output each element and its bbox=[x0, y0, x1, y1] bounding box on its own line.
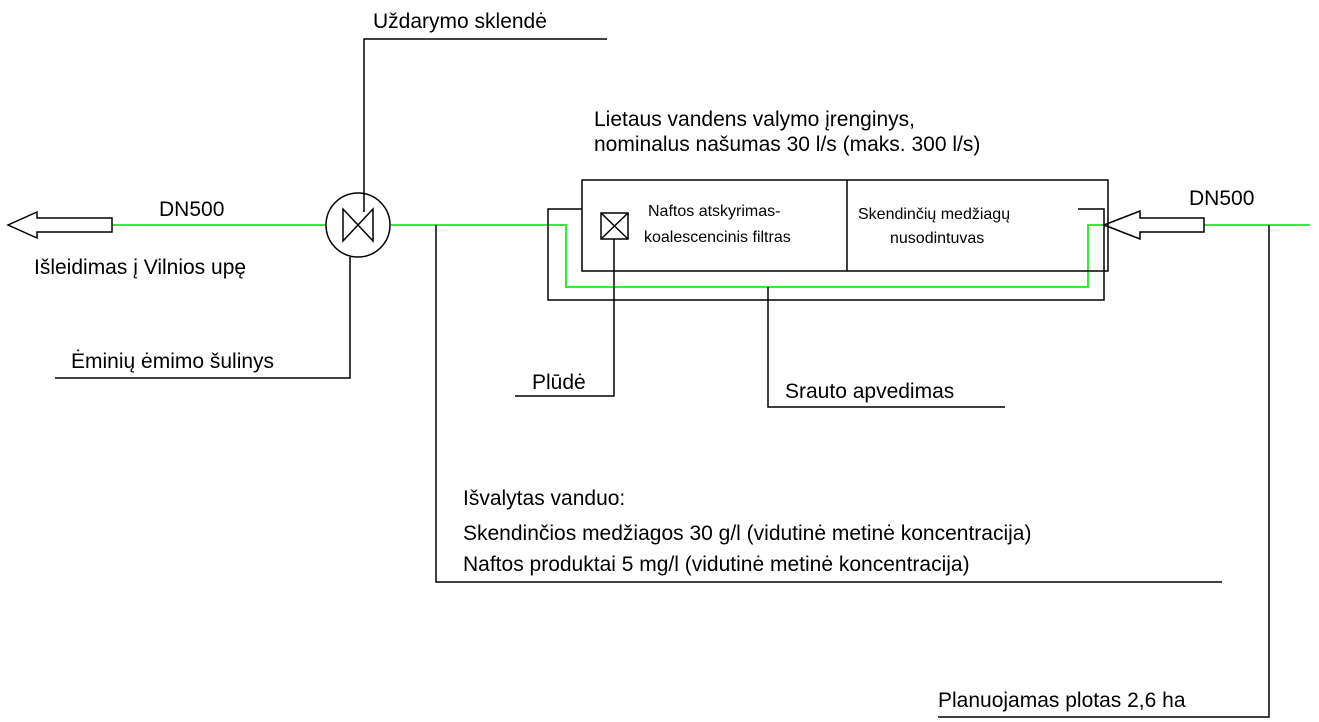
discharge-label: Išleidimas į Vilnios upę bbox=[34, 256, 246, 279]
shutoff-valve-label: Uždarymo sklendė bbox=[373, 10, 547, 33]
float-valve-icon bbox=[600, 212, 629, 240]
treated-water-line2: Naftos produktai 5 mg/l (vidutinė metinė… bbox=[463, 553, 970, 576]
inlet-arrow bbox=[1101, 209, 1205, 241]
shutoff-valve-leader bbox=[363, 38, 607, 212]
pipeline bbox=[112, 224, 1310, 288]
treated-water-title: Išvalytas vanduo: bbox=[463, 487, 625, 510]
dn-inlet-label: DN500 bbox=[1189, 187, 1254, 210]
treated-water-line1: Skendinčios medžiagos 30 g/l (vidutinė m… bbox=[463, 522, 1031, 545]
shutoff-valve-icon bbox=[325, 192, 391, 258]
device-title-line2: nominalus našumas 30 l/s (maks. 300 l/s) bbox=[594, 133, 980, 156]
bypass-channel bbox=[548, 224, 1104, 288]
discharge-arrow bbox=[6, 210, 113, 240]
device-body bbox=[581, 179, 1109, 272]
treated-water-leader bbox=[435, 225, 1222, 583]
oil-separator-label-line1: Naftos atskyrimas- bbox=[648, 203, 780, 220]
sampling-well-leader bbox=[55, 257, 351, 379]
dn-outlet-label: DN500 bbox=[159, 198, 224, 221]
bypass-housing bbox=[547, 208, 1105, 301]
sediment-label-line1: Skendinčių medžiagų bbox=[858, 206, 1010, 223]
float-label: Plūdė bbox=[532, 371, 586, 394]
bypass-label: Srauto apvedimas bbox=[785, 380, 954, 403]
oil-separator-label-line2: koalescencinis filtras bbox=[644, 229, 791, 246]
float-leader bbox=[515, 239, 615, 397]
bypass-leader bbox=[767, 287, 1005, 408]
treatment-device bbox=[547, 179, 1109, 301]
device-title-line1: Lietaus vandens valymo įrenginys, bbox=[594, 108, 915, 131]
planned-area-leader bbox=[938, 225, 1270, 718]
sampling-well-label: Ėminių ėmimo šulinys bbox=[71, 350, 274, 373]
planned-area-label: Planuojamas plotas 2,6 ha bbox=[938, 689, 1186, 712]
sediment-label-line2: nusodintuvas bbox=[890, 230, 984, 247]
